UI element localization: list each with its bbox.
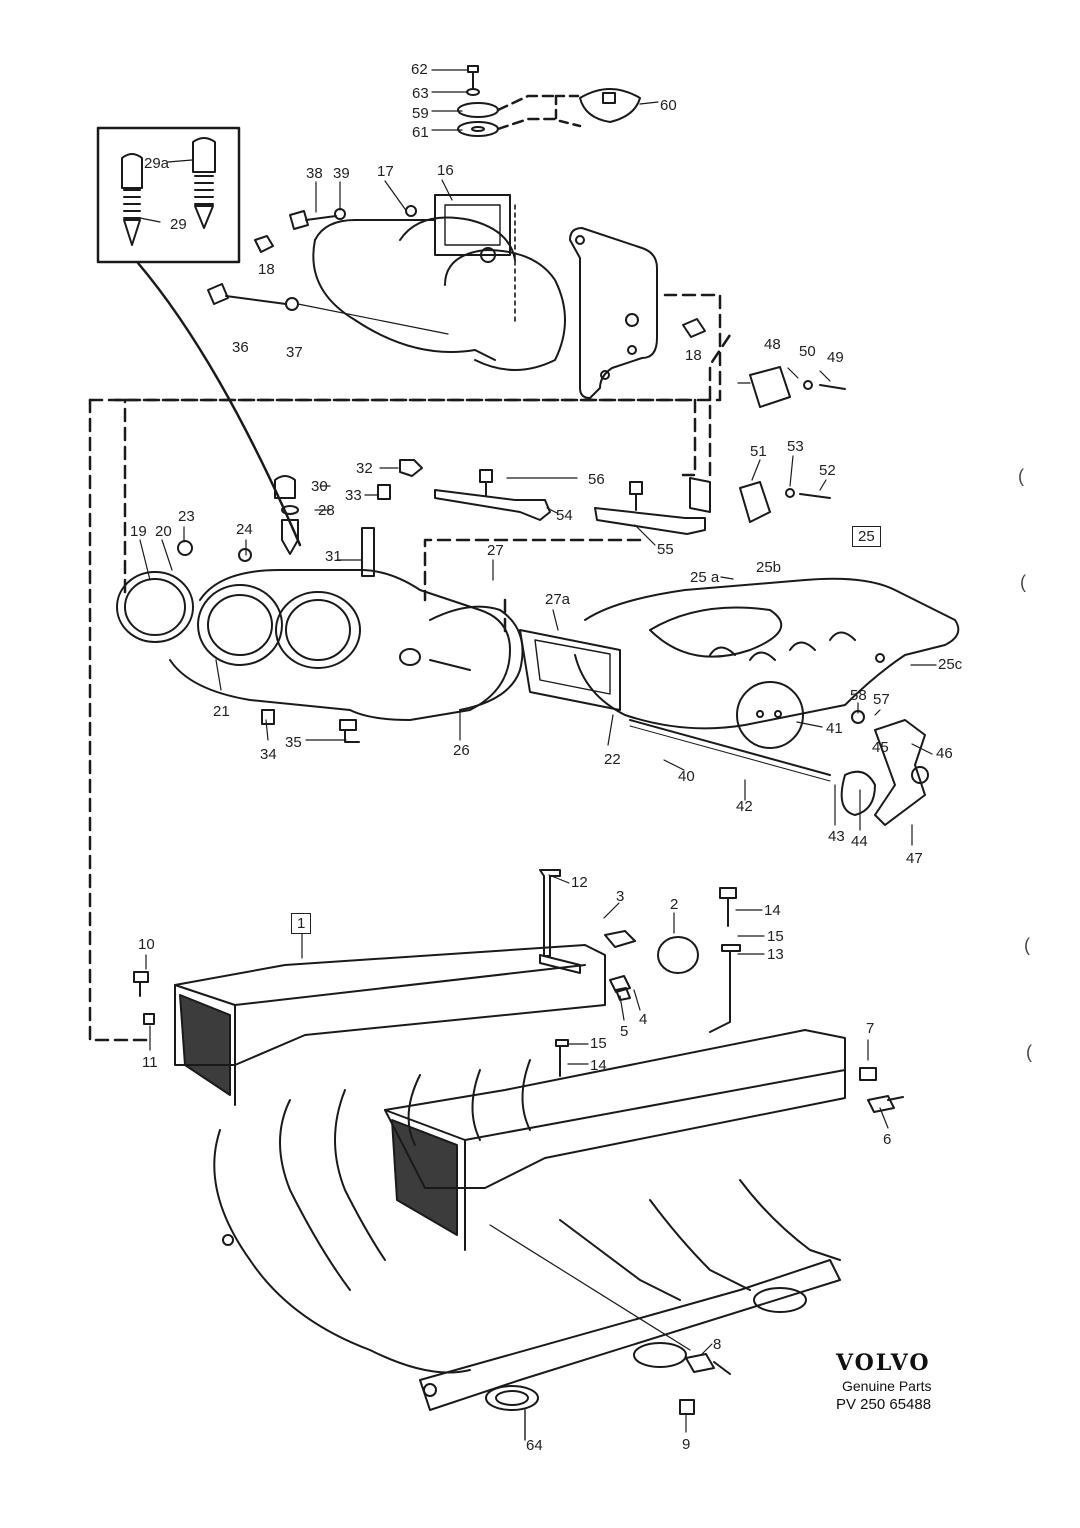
part-callout-51: 51 [750,443,767,460]
part-callout-29a: 29a [144,155,170,172]
part-callout-40: 40 [678,768,695,785]
part-callout-56: 56 [588,471,605,488]
part-callout-3: 3 [616,888,625,905]
linkage-levers [434,469,711,535]
part-callout-44: 44 [851,833,868,850]
part-callout-4: 4 [639,1011,648,1028]
part-callout-13: 13 [767,946,784,963]
part-callout-15a: 15 [767,928,784,945]
part-callout-35: 35 [285,734,302,751]
part-callout-59: 59 [412,105,429,122]
part-callout-47: 47 [906,850,923,867]
inset-box-bolt-detail [96,126,241,264]
part-callout-21: 21 [213,703,230,720]
part-callout-49: 49 [827,349,844,366]
part-callout-28: 28 [318,502,335,519]
part-callout-31: 31 [325,548,342,565]
part-callout-2: 2 [670,896,679,913]
volvo-brand-block: VOLVO Genuine Parts PV 250 65488 [836,1350,932,1413]
part-callout-18a: 18 [258,261,275,278]
part-callout-14a: 14 [764,902,781,919]
part-callout-32: 32 [356,460,373,477]
part-callout-10: 10 [138,936,155,953]
part-callout-20: 20 [155,523,172,540]
part-callout-7: 7 [866,1020,875,1037]
part-callout-1box: 1 [291,913,312,934]
part-callout-33: 33 [345,487,362,504]
part-callout-15b: 15 [590,1035,607,1052]
part-callout-18b: 18 [685,347,702,364]
part-callout-27: 27 [487,542,504,559]
part-callout-55: 55 [657,541,674,558]
upper-bolts [207,208,706,338]
margin-mark: ( [1026,1042,1032,1062]
part-callout-11: 11 [142,1054,158,1071]
part-callout-41: 41 [826,720,843,737]
part-callout-63: 63 [412,85,429,102]
lower-fittings [133,869,904,1415]
part-callout-50: 50 [799,343,816,360]
part-callout-29: 29 [170,216,187,233]
part-callout-9: 9 [682,1436,691,1453]
part-callout-45: 45 [872,739,889,756]
part-callout-19: 19 [130,523,147,540]
leader-lines [139,69,937,1433]
part-callout-6: 6 [883,1131,892,1148]
part-callout-25box: 25 [852,526,881,547]
part-callout-60: 60 [660,97,677,114]
part-callout-12: 12 [571,874,588,891]
part-reference-code: PV 250 65488 [836,1396,932,1413]
part-callout-34: 34 [260,746,277,763]
upper-y-pipe [312,194,658,399]
part-callout-37: 37 [286,344,303,361]
part-callout-17: 17 [377,163,394,180]
part-callout-16: 16 [437,162,454,179]
part-callout-43: 43 [828,828,845,845]
part-callout-27a: 27a [545,591,571,608]
part-callout-61: 61 [412,124,429,141]
part-callout-25a: 25 a [690,569,720,586]
part-callout-58: 58 [850,687,867,704]
part-callout-24: 24 [236,521,253,538]
genuine-parts-text: Genuine Parts [842,1378,932,1394]
part-callout-26: 26 [453,742,470,759]
part-callout-14b: 14 [590,1057,607,1074]
plenum-chamber [519,577,960,749]
part-callout-36: 36 [232,339,249,356]
part-callout-25c: 25c [938,656,963,673]
part-callout-62: 62 [411,61,428,78]
part-callout-39: 39 [333,165,350,182]
part-callout-48: 48 [764,336,781,353]
part-callout-30: 30 [311,478,328,495]
part-callout-25b: 25b [756,559,782,576]
part-callout-54: 54 [556,507,573,524]
margin-mark: ( [1020,572,1026,592]
part-callout-5: 5 [620,1023,629,1040]
part-callout-8: 8 [713,1336,722,1353]
switch-brackets [739,366,846,523]
part-callout-57: 57 [873,691,890,708]
margin-mark: ( [1018,466,1024,486]
part-callout-42: 42 [736,798,753,815]
part-callout-52: 52 [819,462,836,479]
lower-intake-manifold [174,944,846,1441]
part-callout-53: 53 [787,438,804,455]
margin-mark: ( [1024,935,1030,955]
part-callout-38: 38 [306,165,323,182]
part-callout-23: 23 [178,508,195,525]
volvo-logo: VOLVO [836,1350,931,1376]
part-callout-46: 46 [936,745,953,762]
part-callout-22: 22 [604,751,621,768]
part-callout-64: 64 [526,1437,543,1454]
top-plate-group [457,65,641,137]
actuator-rod [629,710,929,826]
